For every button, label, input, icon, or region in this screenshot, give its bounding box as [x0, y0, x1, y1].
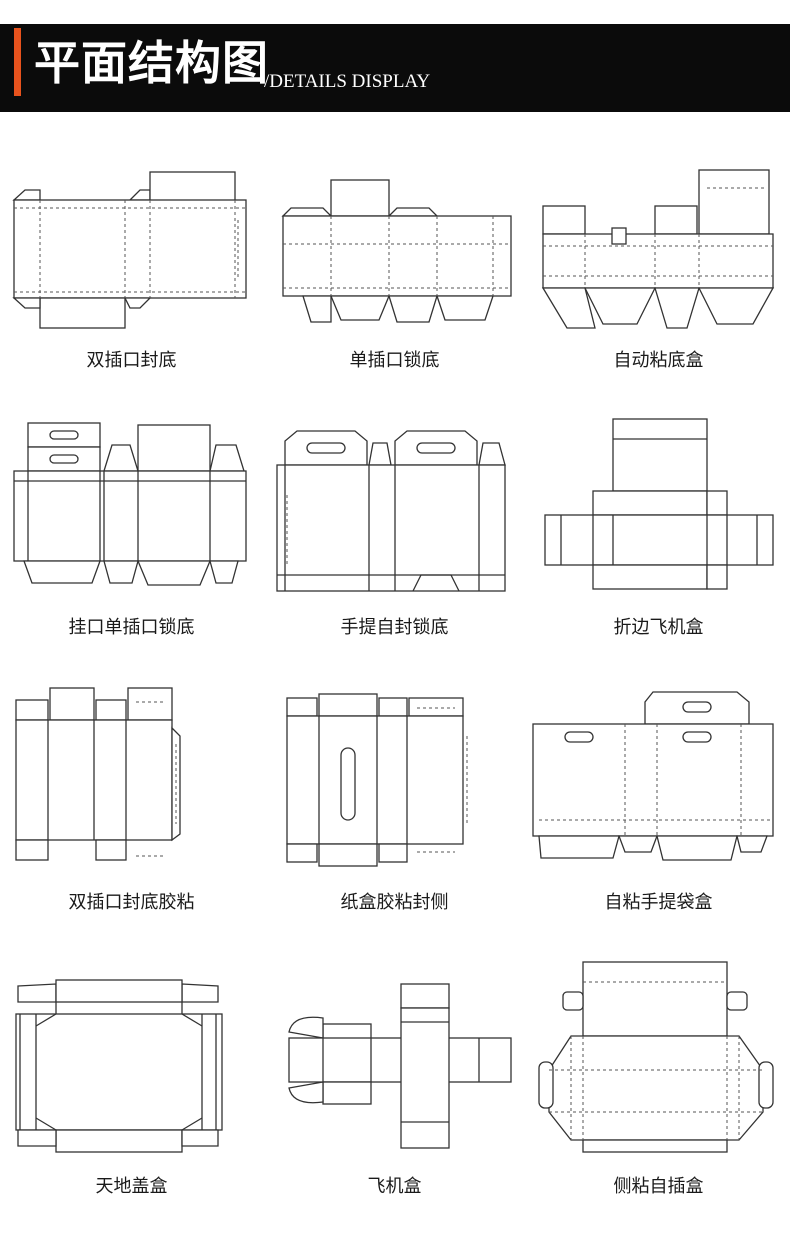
- diagram-label: 飞机盒: [367, 1176, 422, 1197]
- diagram-cell-double-tuck-glued: 双插口封底胶粘: [0, 684, 263, 924]
- diagram-cell-double-tuck-end: 双插口封底: [0, 160, 263, 380]
- dieline-mailer-box: [288, 983, 512, 1149]
- diagram-label: 自动粘底盒: [613, 350, 704, 371]
- diagram-cell-self-adhesive-handle-bag: 自粘手提袋盒: [527, 684, 790, 924]
- dieline-hang-tab-lock-bottom: [13, 422, 247, 586]
- dieline-handle-self-lock-bottom: [276, 430, 506, 592]
- diagram-cell-side-glued-carton: 纸盒胶粘封侧: [263, 684, 526, 924]
- diagram-label: 单插口锁底: [349, 350, 440, 371]
- diagram-label: 自粘手提袋盒: [604, 892, 713, 913]
- diagram-cell-handle-self-lock-bottom: 手提自封锁底: [263, 415, 526, 645]
- dieline-auto-lock-bottom: [541, 169, 775, 329]
- diagram-label: 纸盒胶粘封侧: [340, 892, 449, 913]
- page-header: 平面结构图 /DETAILS DISPLAY: [0, 24, 790, 112]
- dieline-double-tuck-end: [12, 171, 247, 329]
- dieline-tuck-top-lock-bottom: [281, 179, 512, 323]
- dieline-roll-edge-mailer: [544, 418, 774, 590]
- diagram-cell-roll-edge-mailer: 折边飞机盒: [527, 415, 790, 645]
- diagram-label: 手提自封锁底: [340, 617, 449, 638]
- diagram-cell-auto-lock-bottom: 自动粘底盒: [527, 160, 790, 380]
- diagram-label: 侧粘自插盒: [613, 1176, 704, 1197]
- diagram-label: 双插口封底胶粘: [68, 892, 195, 913]
- diagram-cell-lid-and-base-box: 天地盖盒: [0, 962, 263, 1202]
- dieline-side-glued-tuck-box: [538, 961, 774, 1153]
- diagram-cell-side-glued-tuck-box: 侧粘自插盒: [527, 961, 790, 1202]
- page-title: 平面结构图: [34, 36, 269, 90]
- page-subtitle: /DETAILS DISPLAY: [264, 71, 431, 92]
- dieline-lid-and-base-box: [15, 979, 223, 1153]
- dieline-side-glued-carton: [286, 693, 468, 867]
- dieline-double-tuck-glued: [15, 687, 181, 861]
- diagram-label: 天地盖盒: [95, 1176, 168, 1197]
- diagram-cell-tuck-top-lock-bottom: 单插口锁底: [263, 160, 526, 380]
- diagram-cell-hang-tab-lock-bottom: 挂口单插口锁底: [0, 415, 263, 645]
- diagram-label: 折边飞机盒: [613, 617, 704, 638]
- diagram-label: 双插口封底: [86, 350, 177, 371]
- diagram-label: 挂口单插口锁底: [68, 617, 195, 638]
- diagram-cell-mailer-box: 飞机盒: [263, 962, 526, 1202]
- dieline-self-adhesive-handle-bag: [532, 691, 774, 861]
- header-accent-bar: [14, 28, 21, 96]
